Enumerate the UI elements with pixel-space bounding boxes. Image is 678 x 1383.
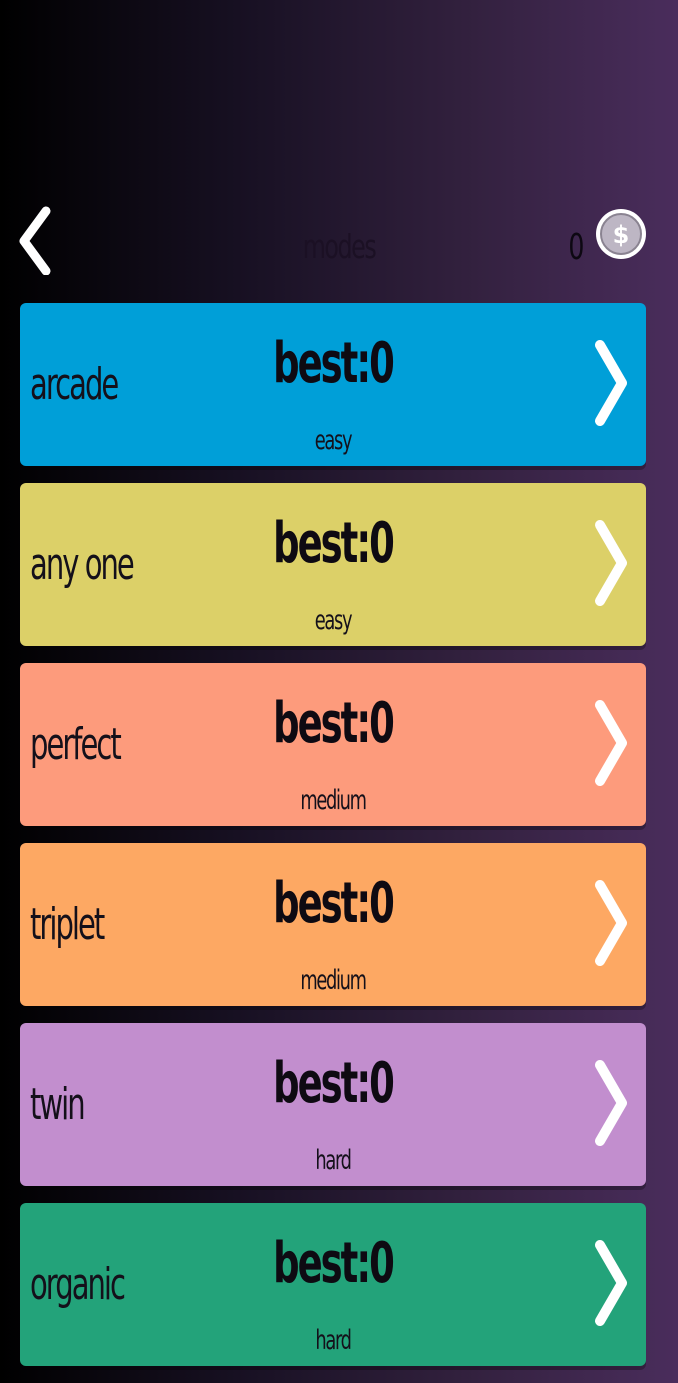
mode-card-organic[interactable]: organic best:0 hard [20, 1203, 646, 1366]
coin-count: 0 [568, 227, 585, 268]
best-value: 0 [369, 331, 395, 396]
mode-card-perfect[interactable]: perfect best:0 medium [20, 663, 646, 826]
best-score: best:0 [126, 691, 539, 756]
mode-name: perfect [30, 719, 122, 770]
mode-card-triplet[interactable]: triplet best:0 medium [20, 843, 646, 1006]
best-score: best:0 [126, 1231, 539, 1296]
best-label: best: [273, 871, 371, 936]
best-label: best: [273, 1231, 371, 1296]
best-label: best: [273, 691, 371, 756]
mode-name: arcade [30, 359, 119, 410]
best-score: best:0 [126, 331, 539, 396]
chevron-right-icon [595, 340, 627, 426]
chevron-right-icon [595, 1060, 627, 1146]
mode-name: twin [30, 1079, 86, 1130]
mode-name: triplet [30, 899, 105, 950]
best-label: best: [273, 511, 371, 576]
best-value: 0 [369, 871, 395, 936]
best-value: 0 [369, 1051, 395, 1116]
difficulty-label: medium [300, 785, 367, 816]
mode-name: organic [30, 1259, 126, 1310]
best-label: best: [273, 1051, 371, 1116]
mode-name: any one [30, 539, 135, 590]
mode-card-twin[interactable]: twin best:0 hard [20, 1023, 646, 1186]
back-button[interactable] [14, 203, 58, 276]
chevron-right-icon [595, 700, 627, 786]
best-label: best: [273, 331, 371, 396]
best-value: 0 [369, 511, 395, 576]
difficulty-label: medium [300, 965, 367, 996]
page-title: modes [302, 227, 377, 266]
header-bar: modes 0 $ [0, 195, 678, 295]
best-value: 0 [369, 691, 395, 756]
chevron-right-icon [595, 880, 627, 966]
best-score: best:0 [126, 1051, 539, 1116]
best-value: 0 [369, 1231, 395, 1296]
difficulty-label: easy [314, 605, 353, 636]
mode-card-any-one[interactable]: any one best:0 easy [20, 483, 646, 646]
best-score: best:0 [126, 871, 539, 936]
chevron-left-icon [19, 206, 51, 276]
chevron-right-icon [595, 520, 627, 606]
dollar-coin-icon: $ [594, 207, 648, 261]
mode-card-arcade[interactable]: arcade best:0 easy [20, 303, 646, 466]
best-score: best:0 [126, 511, 539, 576]
difficulty-label: hard [315, 1325, 352, 1356]
difficulty-label: easy [314, 425, 353, 456]
chevron-right-icon [595, 1240, 627, 1326]
svg-text:$: $ [613, 221, 630, 249]
modes-list: arcade best:0 easy any one best:0 easy p… [20, 303, 646, 1383]
difficulty-label: hard [315, 1145, 352, 1176]
